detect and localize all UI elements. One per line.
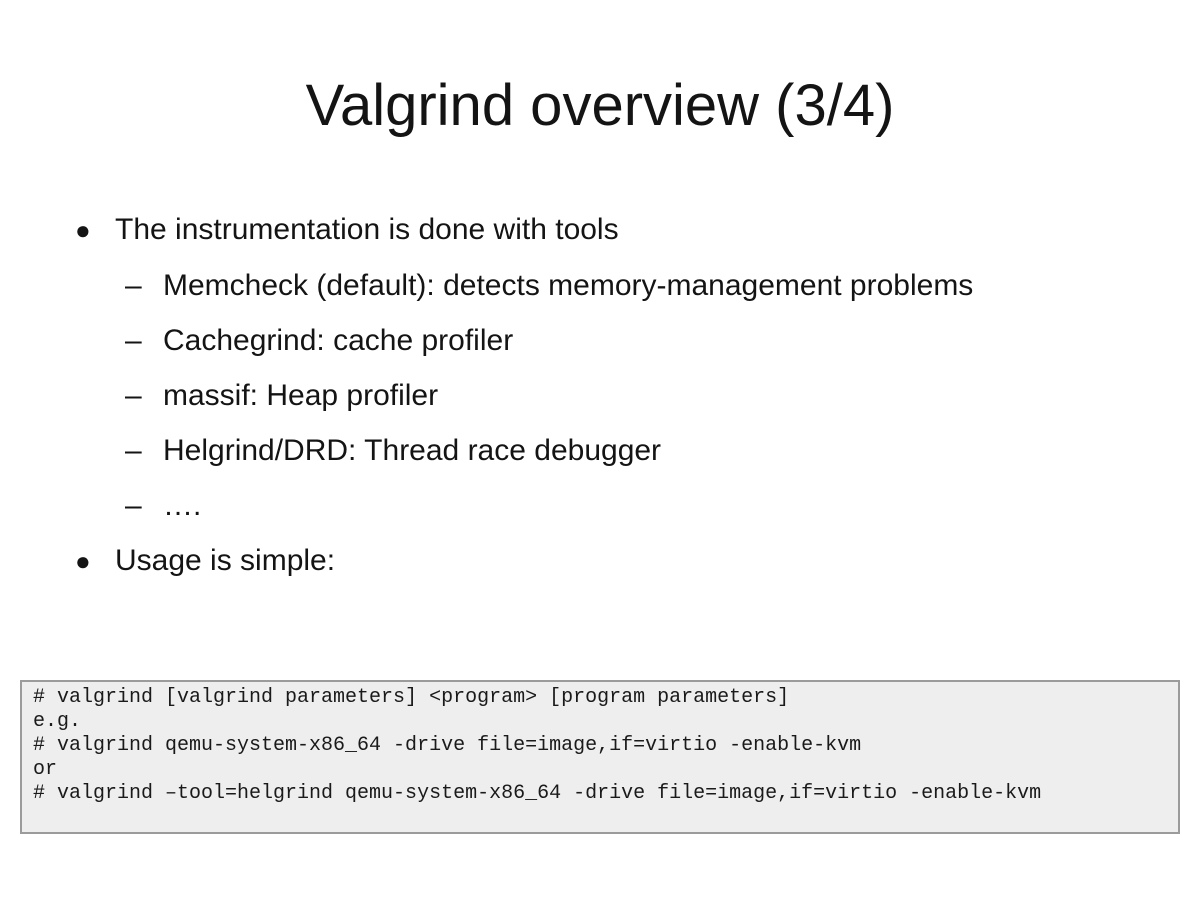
dash-bullet-icon: – [125,379,142,412]
code-line: # valgrind qemu-system-x86_64 -drive fil… [33,734,862,757]
list-item: – massif: Heap profiler [0,368,1200,423]
list-item-text: Memcheck (default): detects memory-manag… [163,269,974,302]
list-item-text: Cachegrind: cache profiler [163,324,514,357]
bullet-list: ● The instrumentation is done with tools… [0,202,1200,589]
dash-bullet-icon: – [125,269,142,302]
list-item-text: …. [163,489,202,522]
list-item: ● Usage is simple: [0,533,1200,589]
list-item: – Helgrind/DRD: Thread race debugger [0,423,1200,478]
list-item: ● The instrumentation is done with tools [0,202,1200,258]
list-item: – Cachegrind: cache profiler [0,313,1200,368]
list-item-text: massif: Heap profiler [163,379,439,412]
dash-bullet-icon: – [125,324,142,357]
list-item: – …. [0,478,1200,533]
list-item-text: The instrumentation is done with tools [115,213,619,246]
list-item-text: Helgrind/DRD: Thread race debugger [163,434,662,467]
bullet-icon: ● [75,215,91,245]
list-item: – Memcheck (default): detects memory-man… [0,258,1200,313]
bullet-icon: ● [75,546,91,576]
slide-title: Valgrind overview (3/4) [305,73,895,138]
list-item-text: Usage is simple: [115,544,336,577]
code-line: # valgrind –tool=helgrind qemu-system-x8… [33,782,1042,805]
code-block: # valgrind [valgrind parameters] <progra… [20,680,1180,834]
dash-bullet-icon: – [125,489,142,522]
code-line: e.g. [33,710,82,733]
code-line: # valgrind [valgrind parameters] <progra… [33,686,790,709]
dash-bullet-icon: – [125,434,142,467]
code-line: or [33,758,58,781]
